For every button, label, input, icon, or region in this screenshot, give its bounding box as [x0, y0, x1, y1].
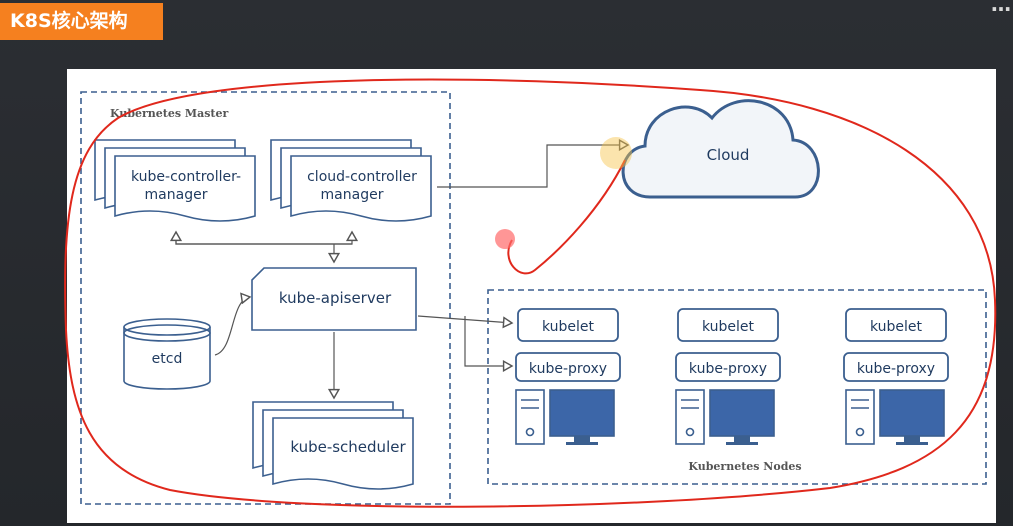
node-2-kube-proxy-label: kube-proxy [689, 361, 767, 377]
node-1: kubelet kube-proxy [515, 308, 621, 445]
annotation-circle [64, 78, 997, 508]
kube-apiserver-box [251, 267, 417, 331]
node-1-kubelet-box [517, 308, 619, 342]
annotation-arrow-stroke [507, 159, 626, 275]
cloud-label: Cloud [707, 146, 750, 164]
etcd-cylinder [123, 318, 211, 390]
node-2-kubelet-label: kubelet [702, 319, 755, 335]
slide-title: K8S核心架构 [10, 10, 128, 32]
cloud-shape [621, 99, 820, 199]
node-1-computer-icon [515, 389, 615, 445]
kube-scheduler-label: kube-scheduler [290, 438, 406, 456]
node-1-kubelet-label: kubelet [542, 319, 595, 335]
node-3-kubelet-box [845, 308, 947, 342]
node-2: kubelet kube-proxy [675, 308, 781, 445]
kube-apiserver-label: kube-apiserver [279, 289, 392, 307]
node-1-kube-proxy-label: kube-proxy [529, 361, 607, 377]
nodes-label: Kubernetes Nodes [688, 460, 801, 473]
node-3: kubelet kube-proxy [843, 308, 949, 445]
controllers-connector [176, 232, 352, 262]
slide-title-badge: K8S核心架构 [0, 3, 163, 40]
cloud-link [437, 145, 628, 188]
kube-controller-manager-line2: manager [145, 187, 208, 203]
cloud-controller-manager-line1: cloud-controller [307, 169, 417, 185]
kube-controller-manager-line1: kube-controller- [131, 169, 241, 185]
master-label: Kubernetes Master [110, 107, 228, 120]
kube-controller-manager [94, 139, 256, 222]
node-2-kube-proxy-box [675, 352, 781, 382]
node-3-kube-proxy-box [843, 352, 949, 382]
node-3-computer-icon [845, 389, 945, 445]
nodes-region [487, 289, 987, 485]
cloud-controller-manager-line2: manager [321, 187, 384, 203]
cursor-highlight [600, 137, 632, 169]
kube-scheduler [252, 401, 414, 490]
etcd-label: etcd [152, 351, 183, 367]
node-3-kube-proxy-label: kube-proxy [857, 361, 935, 377]
master-region [80, 91, 451, 505]
corner-text: … [991, 0, 1013, 16]
etcd-apiserver-link [214, 297, 250, 356]
node-2-kubelet-box [677, 308, 779, 342]
cloud-controller-manager [270, 139, 432, 222]
node-2-computer-icon [675, 389, 775, 445]
node-1-kube-proxy-box [515, 352, 621, 382]
pointer-dot [495, 229, 515, 249]
node-3-kubelet-label: kubelet [870, 319, 923, 335]
apiserver-nodes-connector [417, 315, 512, 366]
